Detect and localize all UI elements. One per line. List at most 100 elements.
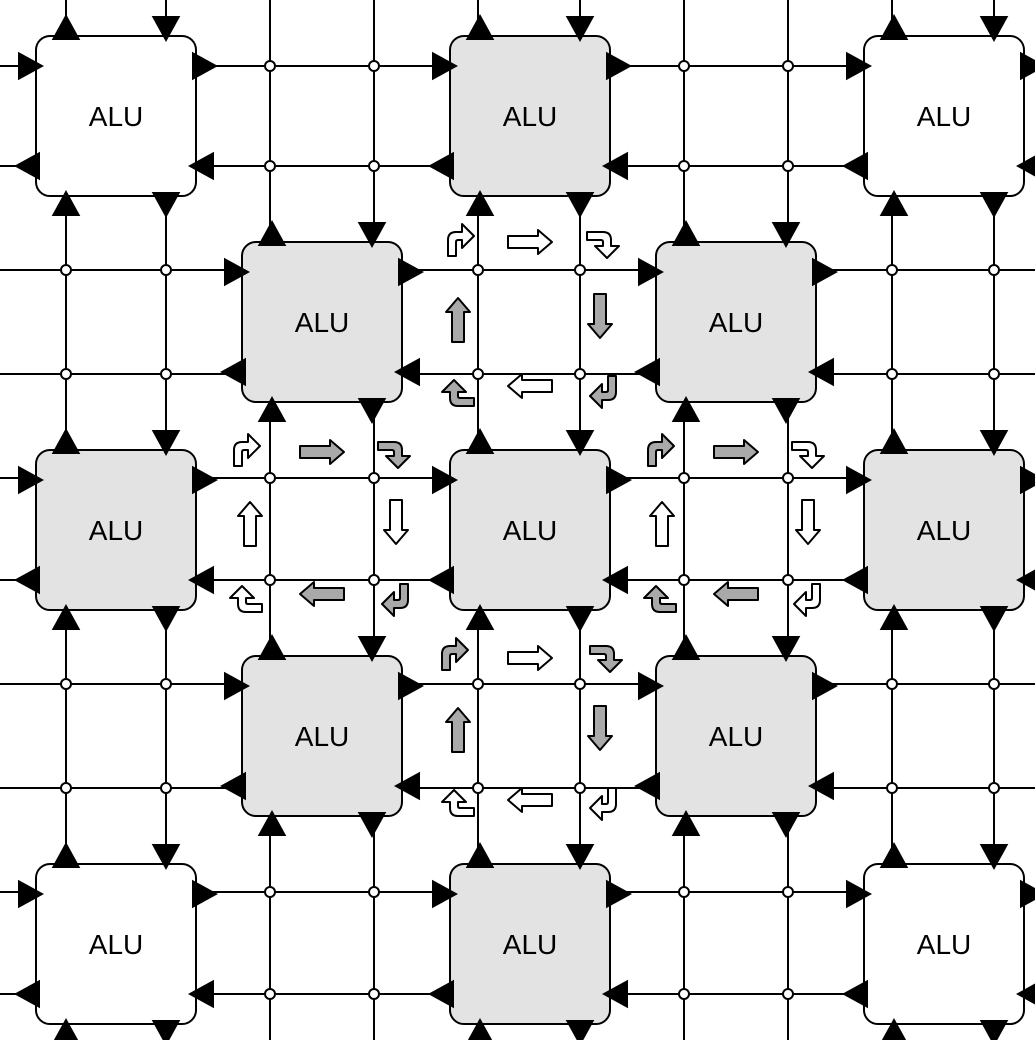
flow-arrow-straight bbox=[507, 787, 553, 813]
flow-arrow-shape bbox=[795, 499, 821, 545]
port-arrowhead bbox=[465, 190, 495, 216]
port-arrowhead bbox=[565, 430, 595, 456]
switch-node bbox=[264, 160, 276, 172]
port-arrowhead bbox=[602, 565, 628, 595]
alu-label: ALU bbox=[917, 515, 971, 546]
switch-node bbox=[574, 264, 586, 276]
port-arrowhead bbox=[432, 879, 458, 909]
switch-node bbox=[886, 264, 898, 276]
port-arrowhead bbox=[846, 51, 872, 81]
flow-arrow-turn bbox=[589, 787, 617, 821]
port-arrowhead bbox=[879, 14, 909, 40]
switch-node bbox=[678, 988, 690, 1000]
port-arrowhead bbox=[220, 357, 246, 387]
switch-node bbox=[988, 368, 1000, 380]
switch-node bbox=[264, 886, 276, 898]
port-arrowhead bbox=[881, 1018, 907, 1040]
alu-box bbox=[241, 241, 403, 403]
port-arrowhead bbox=[638, 671, 664, 701]
alu-box bbox=[655, 241, 817, 403]
port-arrowhead bbox=[257, 396, 287, 422]
flow-arrow-shape bbox=[791, 441, 825, 469]
flow-arrow-straight bbox=[445, 707, 471, 753]
alu-block: ALU bbox=[241, 655, 403, 817]
flow-arrow-turn bbox=[441, 637, 469, 671]
port-arrowhead bbox=[879, 604, 909, 630]
alu-label: ALU bbox=[709, 307, 763, 338]
alu-port-arrows bbox=[634, 220, 838, 424]
port-arrowhead bbox=[671, 634, 701, 660]
port-arrowhead bbox=[151, 1020, 181, 1040]
alu-box bbox=[449, 449, 611, 611]
port-arrowhead bbox=[188, 979, 214, 1009]
alu-box bbox=[863, 449, 1025, 611]
alu-label: ALU bbox=[89, 929, 143, 960]
alu-block: ALU bbox=[863, 35, 1025, 197]
port-arrowhead bbox=[357, 636, 387, 662]
alu-label: ALU bbox=[917, 929, 971, 960]
switch-node bbox=[160, 264, 172, 276]
flow-arrow-straight bbox=[299, 581, 345, 607]
port-arrowhead bbox=[879, 842, 909, 868]
flow-arrow-shape bbox=[381, 583, 409, 617]
switch-node bbox=[678, 160, 690, 172]
flow-arrow-turn bbox=[229, 585, 263, 613]
port-arrowhead bbox=[465, 604, 495, 630]
port-arrowhead bbox=[224, 671, 250, 701]
switch-node bbox=[264, 574, 276, 586]
flow-arrow-shape bbox=[447, 223, 475, 257]
alu-block: ALU bbox=[863, 449, 1025, 611]
port-arrowhead bbox=[979, 1020, 1009, 1040]
flow-arrow-shape bbox=[587, 705, 613, 751]
routing-flow-arrows bbox=[229, 223, 825, 821]
flow-arrow-straight bbox=[507, 229, 553, 255]
port-arrowhead bbox=[428, 979, 454, 1009]
switch-node bbox=[886, 678, 898, 690]
alu-box bbox=[863, 863, 1025, 1025]
switch-node bbox=[988, 782, 1000, 794]
port-arrowhead bbox=[188, 151, 214, 181]
port-arrowhead bbox=[151, 16, 181, 42]
port-arrowhead bbox=[465, 428, 495, 454]
switch-node bbox=[264, 60, 276, 72]
flow-arrow-straight bbox=[587, 293, 613, 339]
flow-arrow-shape bbox=[377, 441, 411, 469]
port-arrowhead bbox=[465, 842, 495, 868]
port-arrowhead bbox=[979, 192, 1009, 218]
switch-node bbox=[368, 60, 380, 72]
port-arrowhead bbox=[979, 430, 1009, 456]
flow-arrow-shape bbox=[229, 585, 263, 613]
flow-arrow-shape bbox=[441, 379, 475, 407]
alu-port-arrows bbox=[220, 220, 424, 424]
port-arrowhead bbox=[151, 192, 181, 218]
switch-node bbox=[678, 574, 690, 586]
switch-node bbox=[60, 678, 72, 690]
alu-port-arrows bbox=[842, 842, 1035, 1040]
alu-port-arrows bbox=[14, 842, 218, 1040]
port-arrowhead bbox=[394, 357, 420, 387]
switch-node bbox=[886, 368, 898, 380]
alu-block: ALU bbox=[241, 241, 403, 403]
port-arrowhead bbox=[257, 220, 287, 246]
flow-arrow-turn bbox=[447, 223, 475, 257]
alu-port-arrows bbox=[428, 428, 632, 632]
port-arrowhead bbox=[357, 812, 387, 838]
alu-box bbox=[863, 35, 1025, 197]
switch-node bbox=[574, 368, 586, 380]
port-arrowhead bbox=[842, 151, 868, 181]
alu-port-arrows bbox=[634, 634, 838, 838]
switch-node bbox=[264, 988, 276, 1000]
switch-node bbox=[782, 988, 794, 1000]
flow-arrow-shape bbox=[299, 439, 345, 465]
port-arrowhead bbox=[846, 879, 872, 909]
alu-block: ALU bbox=[35, 35, 197, 197]
alu-box bbox=[449, 35, 611, 197]
switch-node bbox=[160, 782, 172, 794]
switch-node bbox=[574, 678, 586, 690]
alu-block: ALU bbox=[655, 655, 817, 817]
port-arrowhead bbox=[1020, 879, 1035, 909]
switch-node bbox=[678, 886, 690, 898]
